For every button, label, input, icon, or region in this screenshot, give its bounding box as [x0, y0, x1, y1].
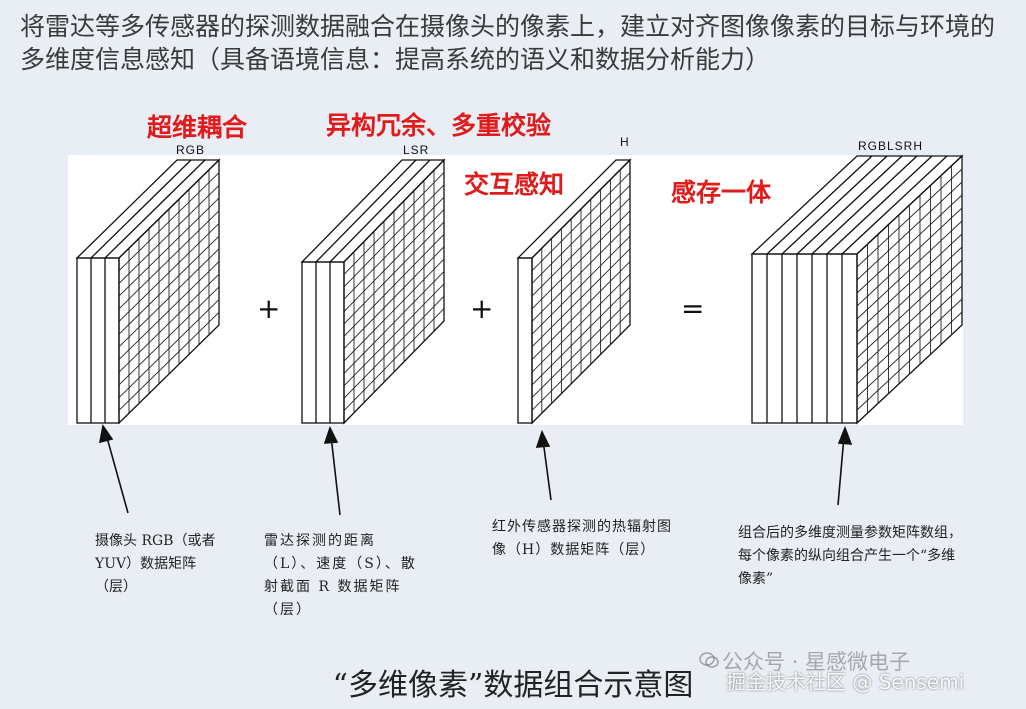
arrow-radar	[330, 435, 341, 516]
watermark-official-account: 公众号 · 星感微电子	[722, 650, 911, 674]
arrow-radar-head	[323, 425, 339, 444]
arrow-infrared-head	[535, 429, 551, 448]
channel-label-rgblsrh: RGBLSRH	[858, 139, 924, 153]
caption-radar: 雷达探测的距离（L）、速度（S）、散射截面 R 数据矩阵（层）	[264, 533, 417, 618]
annotation-heterogeneous-redundancy: 异构冗余、多重校验	[326, 111, 552, 140]
infrared-matrix-block	[516, 158, 632, 425]
arrow-infrared	[542, 439, 552, 501]
arrow-camera	[105, 433, 129, 514]
annotation-hyperdimensional-coupling: 超维耦合	[147, 113, 248, 142]
caption-combined: 组合后的多维度测量参数矩阵数组，每个像素的纵向组合产生一个“多维像素”	[738, 525, 962, 587]
caption-camera: 摄像头 RGB（或者 YUV）数据矩阵（层）	[95, 533, 216, 595]
annotation-interactive-perception: 交互感知	[464, 170, 565, 199]
channel-label-h: H	[620, 135, 630, 149]
combined-matrix-block	[750, 154, 964, 425]
wechat-icon	[699, 652, 719, 668]
watermark-juejin: 掘金技术社区 @ Sensemi	[726, 670, 965, 694]
operator-equals: =	[681, 292, 705, 325]
caption-infrared: 红外传感器探测的热辐射图像（H）数据矩阵（层）	[492, 519, 672, 558]
channel-label-rgb: RGB	[176, 143, 206, 157]
page-heading: 将雷达等多传感器的探测数据融合在摄像头的像素上，建立对齐图像像素的目标与环境的多…	[20, 12, 996, 74]
arrow-combined	[837, 435, 845, 506]
annotation-sensing-storage-integration: 感存一体	[671, 178, 772, 207]
operator-plus-1: +	[257, 292, 281, 325]
arrow-combined-head	[837, 425, 853, 445]
channel-label-lsr: LSR	[403, 143, 430, 157]
radar-matrix-block	[300, 158, 446, 425]
pointer-arrows	[98, 423, 853, 516]
operator-plus-2: +	[470, 292, 494, 325]
camera-matrix-block	[75, 158, 221, 425]
arrow-camera-head	[98, 423, 114, 444]
diagram-title: “多维像素”数据组合示意图	[332, 668, 694, 703]
